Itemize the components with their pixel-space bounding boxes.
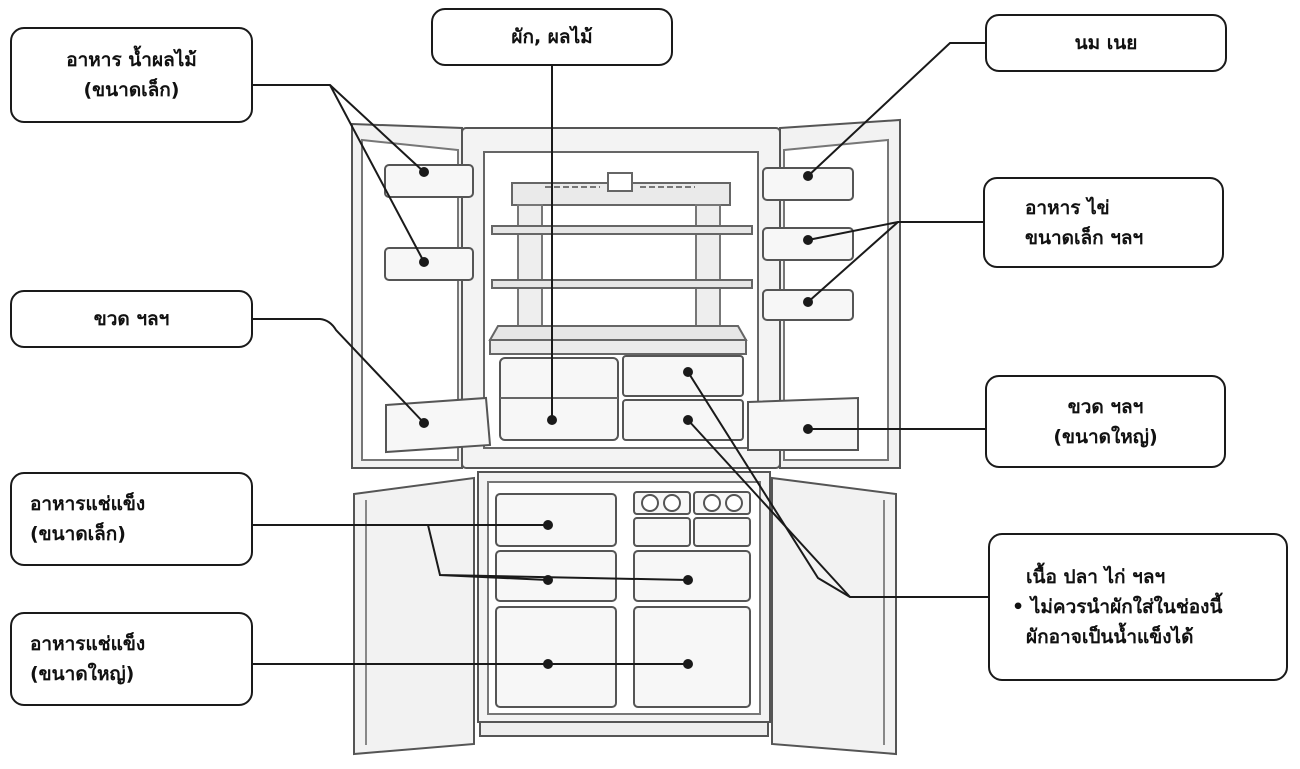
dot-veg [547, 415, 557, 425]
label-juice-line1: อาหาร น้ำผลไม้ [66, 49, 197, 71]
label-frozen-small: อาหารแช่แข็ง (ขนาดเล็ก) [10, 472, 253, 566]
dot-milk [803, 171, 813, 181]
dot-meat-2 [683, 415, 693, 425]
dot-bottle-large [803, 424, 813, 434]
dot-meat-1 [683, 367, 693, 377]
leader-frozen-small [252, 524, 689, 581]
leader-egg-2 [807, 221, 899, 303]
label-meat-line2: ไม่ควรนำผักใส่ในช่องนี้ [1030, 596, 1223, 618]
dot-egg-2 [803, 297, 813, 307]
label-egg-line1: อาหาร ไข่ [1025, 196, 1110, 219]
dot-juice-1 [419, 167, 429, 177]
label-bottle-large-line1: ขวด ฯลฯ [1067, 395, 1144, 418]
label-egg-line2: ขนาดเล็ก ฯลฯ [1025, 226, 1144, 249]
leader-lines [252, 42, 988, 665]
dot-frozen-small-3 [683, 575, 693, 585]
bullet-icon: • [1012, 596, 1025, 618]
leader-bottle-small [252, 318, 425, 424]
leader-dots [419, 167, 813, 669]
label-juice-small: อาหาร น้ำผลไม้ (ขนาดเล็ก) [10, 27, 253, 123]
label-veg-line1: ผัก, ผลไม้ [511, 26, 593, 48]
label-bottle-small: ขวด ฯลฯ [10, 290, 253, 348]
leader-meat-2 [687, 419, 851, 598]
label-frozen-large: อาหารแช่แข็ง (ขนาดใหญ่) [10, 612, 253, 706]
label-meat-fish-chicken: เนื้อ ปลา ไก่ ฯลฯ • ไม่ควรนำผักใส่ในช่อง… [988, 533, 1288, 681]
label-bottle-small-line1: ขวด ฯลฯ [93, 308, 170, 330]
dot-frozen-small-2 [543, 575, 553, 585]
dot-frozen-large-2 [683, 659, 693, 669]
label-frozen-small-line2: (ขนาดเล็ก) [30, 523, 126, 545]
label-meat-line1: เนื้อ ปลา ไก่ ฯลฯ [1026, 566, 1166, 588]
label-frozen-large-line2: (ขนาดใหญ่) [30, 663, 135, 685]
fridge-body [351, 118, 901, 756]
leader-meat-1 [687, 371, 988, 598]
label-vegetables-fruit: ผัก, ผลไม้ [431, 8, 673, 66]
label-milk-line1: นม เนย [1074, 32, 1138, 54]
label-frozen-small-line1: อาหารแช่แข็ง [30, 493, 146, 515]
label-frozen-large-line1: อาหารแช่แข็ง [30, 633, 146, 655]
dot-frozen-large-1 [543, 659, 553, 669]
label-meat-warning: • ไม่ควรนำผักใส่ในช่องนี้ [1012, 592, 1286, 622]
dot-bottle-small [419, 418, 429, 428]
dot-frozen-small-1 [543, 520, 553, 530]
leader-milk [807, 42, 985, 177]
label-meat-line3: ผักอาจเป็นน้ำแข็งได้ [1026, 626, 1194, 648]
dot-juice-2 [419, 257, 429, 267]
label-bottle-large: ขวด ฯลฯ (ขนาดใหญ่) [985, 375, 1226, 468]
leader-juice-2 [329, 84, 425, 263]
label-juice-line2: (ขนาดเล็ก) [83, 79, 180, 101]
label-bottle-large-line2: (ขนาดใหญ่) [1053, 425, 1158, 448]
dot-egg-1 [803, 235, 813, 245]
label-milk-butter: นม เนย [985, 14, 1227, 72]
label-egg-small: อาหาร ไข่ ขนาดเล็ก ฯลฯ [983, 177, 1224, 268]
